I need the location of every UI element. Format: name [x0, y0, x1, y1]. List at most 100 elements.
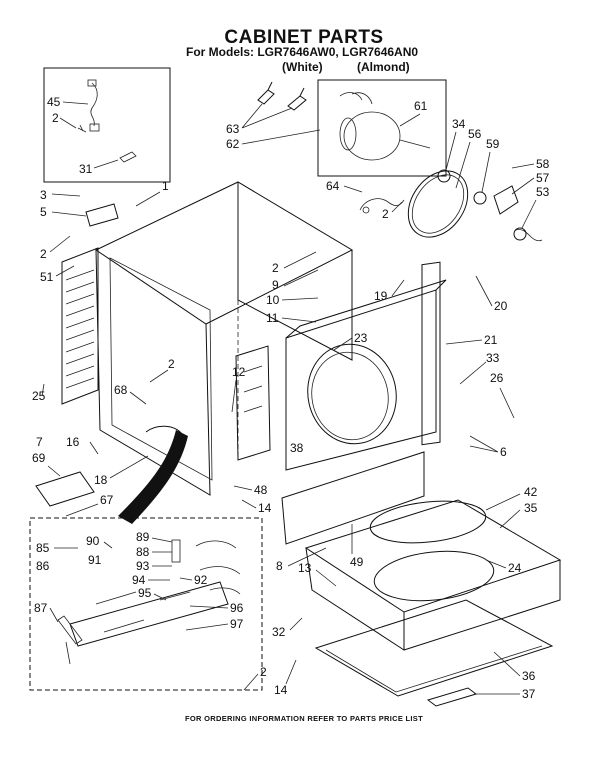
exhaust-duct	[118, 430, 188, 524]
burner-assembly-box	[29, 517, 263, 691]
screw-2-inset	[77, 124, 87, 133]
motor-wires	[339, 92, 373, 105]
leader-2-duct	[149, 369, 169, 383]
leader-1	[135, 191, 161, 207]
callout-2-base: 2	[260, 665, 267, 679]
callout-34: 34	[452, 117, 466, 131]
ordering-footer: FOR ORDERING INFORMATION REFER TO PARTS …	[185, 714, 423, 723]
leader-32	[289, 617, 303, 631]
leader-20	[475, 275, 493, 307]
leader-35	[499, 509, 521, 529]
leader-2-mid	[283, 251, 317, 269]
leader-12	[231, 379, 237, 413]
leader-51	[55, 265, 75, 277]
callout-64: 64	[326, 179, 340, 193]
idler-pulley-body	[513, 227, 527, 241]
burner-tube	[69, 581, 229, 647]
callout-37: 37	[522, 687, 536, 701]
leader-57	[511, 177, 535, 195]
callout-90: 90	[86, 534, 100, 548]
cabinet-rear-panel	[237, 182, 353, 361]
leader-31	[93, 159, 119, 169]
leader-59	[481, 151, 491, 193]
callout-35: 35	[524, 501, 538, 515]
leader-56	[455, 141, 471, 189]
leader-2-inset	[59, 117, 77, 129]
leader-68	[129, 391, 147, 405]
callout-24: 24	[508, 561, 522, 575]
leader-63	[241, 103, 293, 129]
motor-body	[343, 111, 401, 161]
color-almond-label: (Almond)	[357, 60, 410, 74]
bracket-5	[85, 203, 119, 227]
callout-23: 23	[354, 331, 368, 345]
callout-20: 20	[494, 299, 508, 313]
callout-9: 9	[272, 278, 279, 292]
callout-86: 86	[36, 559, 50, 573]
callout-69: 69	[32, 451, 46, 465]
leader-2-base	[243, 673, 259, 691]
callout-85: 85	[36, 541, 50, 555]
leader-2-motor	[391, 201, 403, 213]
inset-box-wire-harness	[43, 67, 171, 183]
leader-18	[109, 455, 149, 479]
model-numbers: For Models: LGR7646AW0, LGR7646AN0	[186, 45, 419, 59]
drive-belt	[407, 170, 469, 238]
callout-36: 36	[522, 669, 536, 683]
foot-37	[426, 687, 478, 707]
idler-bracket-53	[493, 185, 519, 215]
callout-51: 51	[40, 270, 54, 284]
idler-spring	[515, 229, 543, 242]
base-plate-lip	[325, 645, 543, 693]
callout-33: 33	[486, 351, 500, 365]
callout-10: 10	[266, 293, 280, 307]
callout-61: 61	[414, 99, 428, 113]
harness-wire	[90, 82, 98, 127]
callout-48: 48	[254, 483, 268, 497]
leader-26	[499, 387, 515, 419]
callout-2-mid: 2	[272, 261, 279, 275]
leader-25	[41, 383, 45, 397]
leader-48	[233, 485, 253, 491]
callout-38: 38	[290, 441, 304, 455]
motor-endcap	[339, 117, 357, 151]
pulley-34	[437, 169, 451, 183]
leader-42	[485, 493, 521, 511]
motor-mount-bracket	[257, 81, 307, 111]
callout-91: 91	[88, 553, 102, 567]
ignitor-wires	[195, 540, 241, 595]
clip-31	[119, 151, 137, 163]
leader-10	[281, 297, 319, 301]
callout-58: 58	[536, 157, 550, 171]
burner-housing	[95, 591, 191, 633]
callout-6: 6	[500, 445, 507, 459]
leader-34	[445, 131, 457, 171]
page-title: CABINET PARTS	[224, 27, 384, 48]
callout-7: 7	[36, 435, 43, 449]
base-top	[304, 499, 562, 613]
callout-13: 13	[298, 561, 312, 575]
leader-33	[459, 361, 487, 385]
leader-21	[445, 339, 483, 345]
callout-31: 31	[79, 162, 93, 176]
leader-14-base	[285, 659, 297, 685]
leader-97	[185, 623, 229, 631]
leader-36	[493, 651, 521, 677]
leader-69	[47, 465, 61, 477]
base-front	[305, 547, 405, 651]
callout-8: 8	[276, 559, 283, 573]
callout-59: 59	[486, 137, 500, 151]
drive-belt-inner	[411, 174, 465, 234]
panel-vents	[65, 269, 95, 389]
callout-95: 95	[138, 586, 152, 600]
callout-87: 87	[34, 601, 48, 615]
leader-8	[287, 547, 327, 567]
callout-93: 93	[136, 559, 150, 573]
callout-57: 57	[536, 171, 550, 185]
leader-87	[49, 607, 59, 623]
callout-42: 42	[524, 485, 538, 499]
leader-3	[51, 193, 81, 197]
harness-terminal	[362, 206, 370, 214]
color-white-label: (White)	[282, 60, 323, 74]
